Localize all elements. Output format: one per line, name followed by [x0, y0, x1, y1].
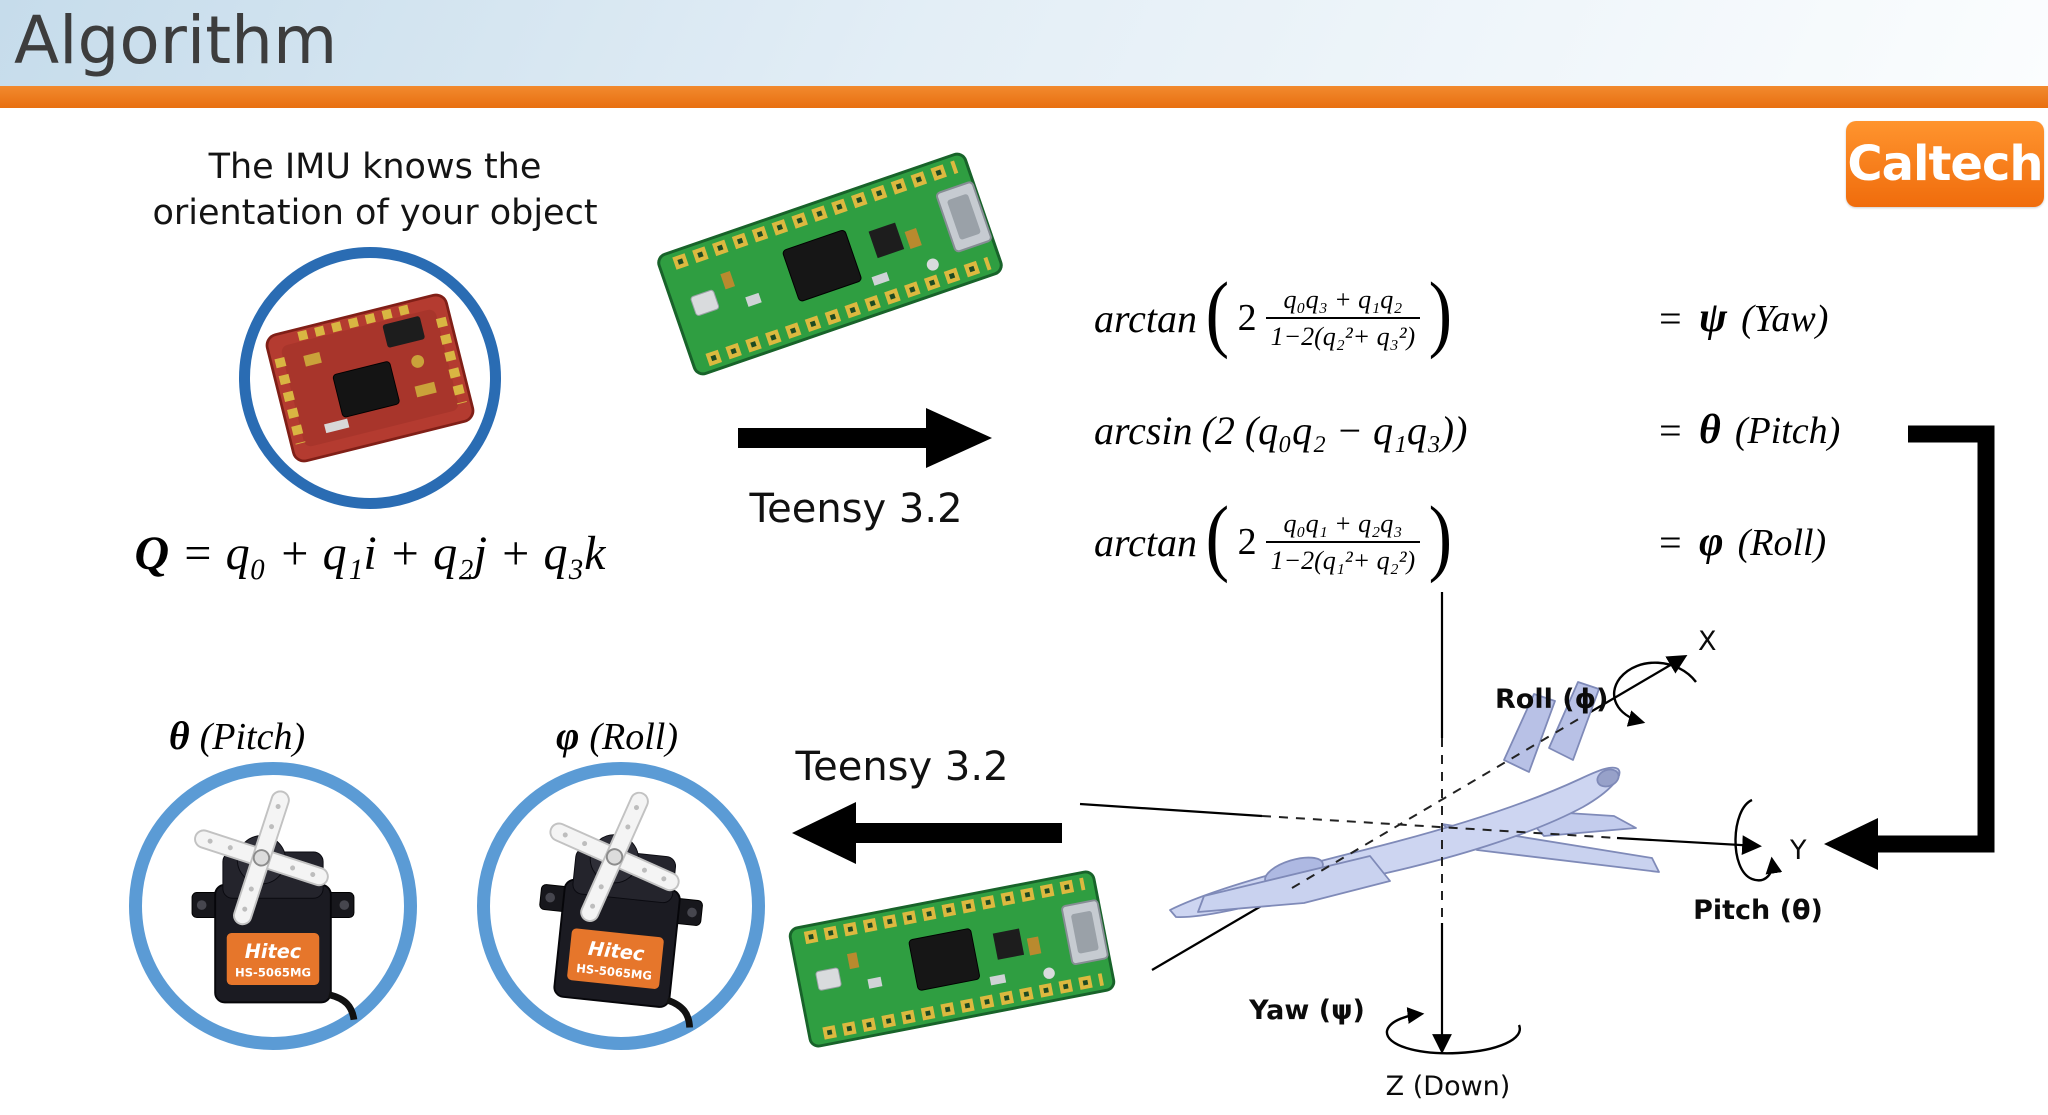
airplane	[1169, 681, 1660, 918]
yaw-symbol: ψ	[1699, 295, 1728, 341]
pitch-rotation-arrow	[1734, 798, 1783, 882]
roll-rotation-arrow	[1612, 661, 1697, 727]
yaw-close-paren: )	[1428, 264, 1453, 360]
pitch-symbol: θ	[1699, 407, 1721, 453]
imu-caption: The IMU knows the orientation of your ob…	[60, 144, 690, 236]
roll-coefficient: 2	[1237, 521, 1257, 563]
roll-equals: =	[1656, 519, 1684, 565]
servo-roll-circle	[477, 762, 765, 1050]
airplane-fin-left	[1503, 693, 1556, 773]
euler-equations: arctan ( 2 q₀q₃ + q₁q₂ 1−2(q₂²+ q₃²) ) =…	[1094, 262, 1934, 598]
servo-roll-symbol: φ	[555, 713, 580, 758]
pitch-axis-label: Pitch (θ)	[1693, 895, 1823, 926]
quaternion-equation: Q = q₀ + q₁i + q₂j + q₃k	[60, 526, 680, 581]
teensy-board-top-image	[652, 148, 1009, 381]
roll-numerator: q₀q₁ + q₂q₃	[1283, 508, 1403, 538]
equation-yaw: arctan ( 2 q₀q₃ + q₁q₂ 1−2(q₂²+ q₃²) ) =…	[1094, 262, 1934, 374]
yaw-rotation-arrow	[1385, 1007, 1522, 1055]
teensy-label-top: Teensy 3.2	[749, 486, 963, 532]
imu-caption-line2: orientation of your object	[152, 193, 598, 234]
servo-pitch-image	[167, 790, 379, 1022]
imu-board-image	[260, 288, 480, 468]
pitch-name: (Pitch)	[1734, 410, 1841, 452]
roll-function: arctan	[1094, 519, 1197, 565]
airplane-axes-diagram: X Y Z (Down) Roll (ϕ) Pitch (θ) Yaw (ψ)	[1079, 592, 1823, 1102]
quaternion-lhs: Q	[134, 527, 170, 580]
yaw-numerator: q₀q₃ + q₁q₂	[1283, 284, 1403, 314]
header-band: Algorithm	[0, 0, 2048, 86]
roll-open-paren: (	[1205, 488, 1230, 584]
teensy-board-top	[652, 148, 1009, 381]
servo-roll-label: φ(Roll)	[487, 712, 747, 759]
imu-caption-line1: The IMU knows the	[208, 147, 542, 187]
roll-close-paren: )	[1428, 488, 1453, 584]
roll-denominator: 1−2(q₁²+ q₂²)	[1265, 540, 1421, 578]
servo-roll-image	[503, 780, 738, 1033]
pitch-function: arcsin	[1094, 407, 1193, 453]
roll-name: (Roll)	[1737, 522, 1827, 564]
imu-highlight-circle	[239, 247, 501, 509]
yaw-equals: =	[1656, 295, 1684, 341]
servo-pitch-symbol: θ	[168, 713, 190, 758]
yaw-denominator: 1−2(q₂²+ q₃²)	[1265, 316, 1421, 354]
roll-symbol: φ	[1699, 519, 1724, 565]
equation-pitch: arcsin (2 (q₀q₂ − q₁q₃)) = θ (Pitch)	[1094, 374, 1934, 486]
servo-pitch-name: (Pitch)	[199, 716, 306, 758]
teensy-label-bottom: Teensy 3.2	[795, 744, 1009, 790]
quaternion-rhs: = q₀ + q₁i + q₂j + q₃k	[181, 527, 606, 580]
y-axis-label: Y	[1789, 835, 1807, 866]
yaw-axis-label: Yaw (ψ)	[1248, 995, 1365, 1026]
yaw-function: arctan	[1094, 295, 1197, 341]
airplane-nozzle	[1596, 768, 1620, 788]
z-axis-label: Z (Down)	[1386, 1071, 1511, 1102]
yaw-fraction: q₀q₃ + q₁q₂ 1−2(q₂²+ q₃²)	[1265, 283, 1421, 354]
arrow-elbow-equations-to-plane	[1824, 425, 1995, 870]
caltech-logo: Caltech	[1846, 121, 2044, 207]
servo-pitch-circle	[129, 762, 417, 1050]
servo-roll-name: (Roll)	[589, 716, 679, 758]
arrow-left-plane-to-servos	[792, 802, 1062, 864]
x-axis-label: X	[1698, 626, 1717, 657]
equation-roll: arctan ( 2 q₀q₁ + q₂q₃ 1−2(q₁²+ q₂²) ) =…	[1094, 486, 1934, 598]
pitch-equals: =	[1656, 407, 1684, 453]
servo-pitch-label: θ(Pitch)	[107, 712, 367, 759]
airplane-left-wing	[1197, 855, 1391, 913]
yaw-coefficient: 2	[1237, 297, 1257, 339]
yaw-name: (Yaw)	[1741, 298, 1829, 340]
arrow-right-imu-to-equations	[738, 408, 992, 468]
roll-fraction: q₀q₁ + q₂q₃ 1−2(q₁²+ q₂²)	[1265, 507, 1421, 578]
roll-axis-label: Roll (ϕ)	[1495, 684, 1608, 715]
pitch-body: (2 (q₀q₂ − q₁q₃))	[1201, 407, 1468, 453]
slide-title: Algorithm	[14, 2, 338, 79]
accent-bar	[0, 86, 2048, 108]
yaw-open-paren: (	[1205, 264, 1230, 360]
dashed-axis-segments	[1261, 716, 1618, 923]
